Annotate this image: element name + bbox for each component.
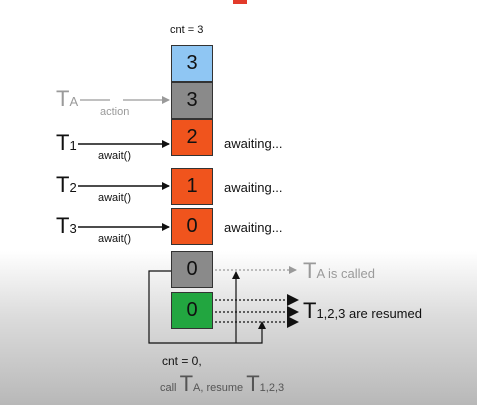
call-ta-sub: A — [193, 382, 201, 394]
t3-edge-label: await() — [98, 233, 132, 245]
stack-cell-2: 3 — [171, 82, 213, 119]
ta-called-sub: A — [316, 266, 325, 281]
t1-label: T1 — [56, 130, 77, 156]
resume-t-sub: 1,2,3 — [259, 382, 285, 394]
red-mark — [233, 0, 247, 4]
stack-cell-5: 0 — [171, 208, 213, 245]
stack-value: 3 — [186, 89, 198, 111]
stack-cell-6: 0 — [171, 251, 213, 288]
resumed-letter: T — [303, 298, 317, 323]
stack-value: 2 — [186, 126, 198, 148]
top-counter-label: cnt = 3 — [170, 24, 204, 36]
resumed-label: T1,2,3 are resumed — [303, 298, 422, 324]
stack-value: 1 — [186, 175, 198, 197]
t3-label: T3 — [56, 213, 77, 239]
call-text: call — [160, 382, 180, 394]
call-ta-letter: T — [179, 371, 194, 396]
stack-cell-1: 3 — [171, 45, 213, 82]
t2-label: T2 — [56, 172, 77, 198]
ta-called-label: TA is called — [303, 258, 375, 284]
t3-status: awaiting... — [224, 220, 283, 235]
ta-letter: T — [56, 86, 70, 111]
ta-label: TA — [56, 86, 78, 112]
bottom-counter-label: cnt = 0, — [162, 354, 202, 368]
t1-edge-label: await() — [98, 150, 132, 162]
t2-status: awaiting... — [224, 180, 283, 195]
ta-edge-label: action — [100, 106, 130, 118]
stack-cell-7: 0 — [171, 292, 213, 329]
ta-called-letter: T — [303, 258, 317, 283]
t1-status: awaiting... — [224, 136, 283, 151]
t3-letter: T — [56, 213, 70, 238]
ta-called-text: is called — [324, 266, 375, 281]
stack-value: 0 — [186, 258, 198, 280]
resume-text: , resume — [200, 382, 247, 394]
bottom-call-caption: call TA, resume T1,2,3 — [160, 371, 284, 397]
stack-cell-4: 1 — [171, 168, 213, 205]
t2-edge-label: await() — [98, 192, 132, 204]
stack-value: 3 — [186, 52, 198, 74]
t3-sub: 3 — [69, 221, 77, 236]
reset-loop — [148, 270, 266, 344]
ta-sub: A — [69, 94, 79, 109]
stack-value: 0 — [186, 215, 198, 237]
resumed-sub: 1,2,3 — [316, 306, 346, 321]
resumed-text: are resumed — [345, 306, 422, 321]
stack-cell-3: 2 — [171, 119, 213, 156]
t2-sub: 2 — [69, 180, 77, 195]
resume-t-letter: T — [246, 371, 260, 396]
t2-letter: T — [56, 172, 70, 197]
t1-sub: 1 — [69, 138, 77, 153]
stack-value: 0 — [186, 299, 198, 321]
t1-letter: T — [56, 130, 70, 155]
